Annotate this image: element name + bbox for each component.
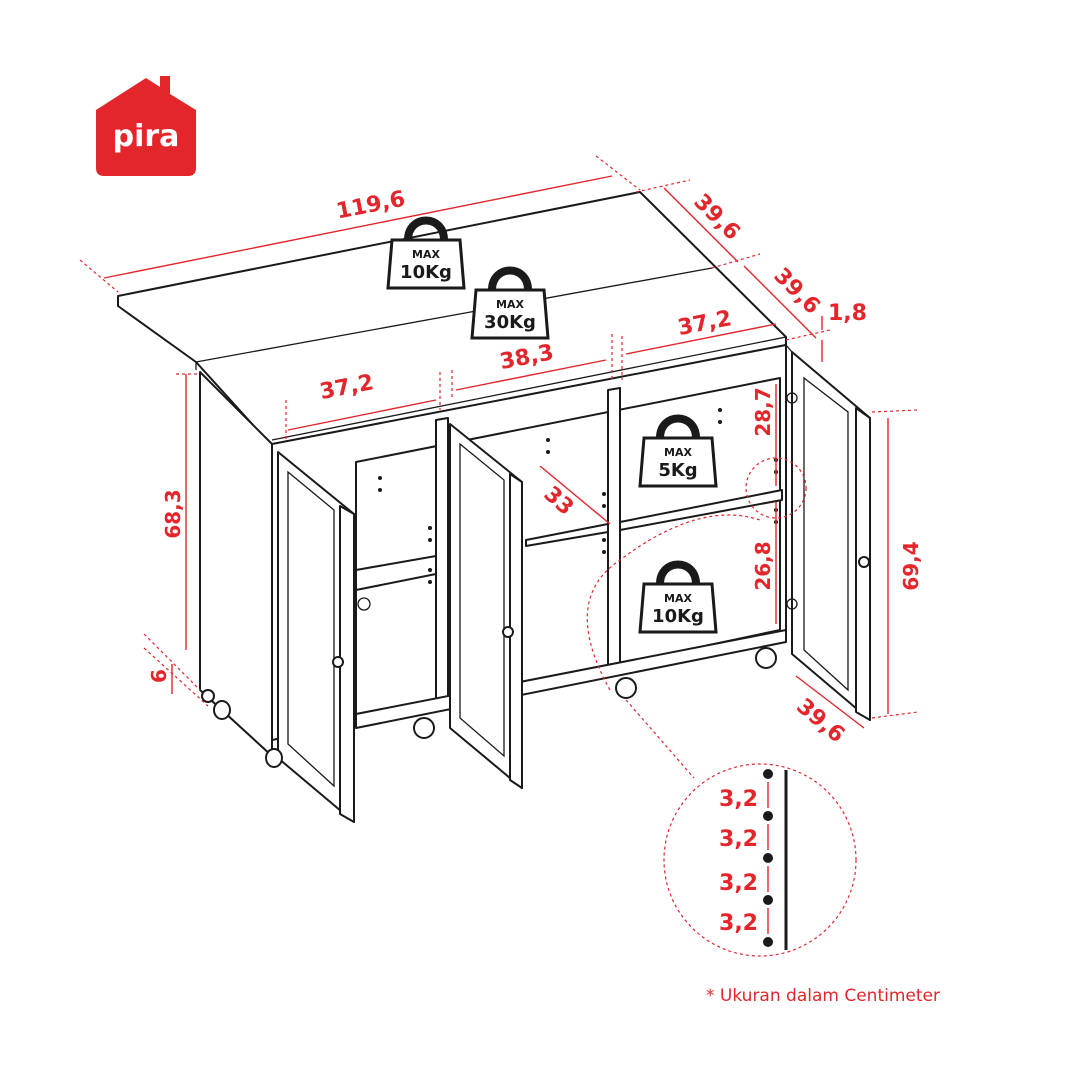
dim-body-height: 68,3 bbox=[161, 489, 185, 538]
dim-top-depth-2: 39,6 bbox=[769, 263, 825, 319]
shelf-right bbox=[619, 489, 783, 531]
svg-text:MAX: MAX bbox=[496, 298, 524, 311]
spacing-label-1: 3,2 bbox=[719, 787, 758, 812]
shelf-left bbox=[355, 555, 437, 591]
divider-right bbox=[607, 387, 621, 671]
svg-text:MAX: MAX bbox=[412, 248, 440, 261]
svg-text:MAX: MAX bbox=[664, 592, 692, 605]
caster-wheels bbox=[201, 647, 777, 768]
spacing-label-4: 3,2 bbox=[719, 911, 758, 936]
dim-top-depth-1: 39,6 bbox=[689, 189, 745, 245]
dim-upper-shelf-height: 28,7 bbox=[751, 387, 775, 436]
hole-spacing-detail: 3,2 3,2 3,2 3,2 bbox=[719, 769, 788, 950]
dimension-lines bbox=[79, 155, 919, 957]
dim-lower-shelf-height: 26,8 bbox=[751, 541, 775, 590]
weight-icon-top-center: MAX 30Kg bbox=[470, 266, 550, 340]
dim-side-depth: 39,6 bbox=[791, 694, 849, 748]
door-left-knob bbox=[332, 656, 344, 668]
spacing-label-2: 3,2 bbox=[719, 827, 758, 852]
door-middle-knob bbox=[502, 626, 514, 638]
detail-circle bbox=[663, 763, 857, 957]
hinges bbox=[357, 392, 798, 611]
svg-text:30Kg: 30Kg bbox=[484, 312, 536, 333]
shelf-middle bbox=[525, 523, 609, 547]
dim-wheel-height: 6 bbox=[147, 669, 171, 683]
cabinet-drawing bbox=[117, 191, 871, 823]
svg-text:10Kg: 10Kg bbox=[652, 606, 704, 627]
spacing-label-3: 3,2 bbox=[719, 871, 758, 896]
svg-text:10Kg: 10Kg bbox=[400, 262, 452, 283]
logo-text: pira bbox=[113, 119, 180, 154]
dim-top-thickness: 1,8 bbox=[828, 301, 867, 326]
weight-icon-top-left: MAX 10Kg bbox=[386, 216, 466, 290]
svg-text:5Kg: 5Kg bbox=[658, 460, 697, 481]
weight-icon-lower-shelf: MAX 10Kg bbox=[638, 560, 718, 634]
svg-text:MAX: MAX bbox=[664, 446, 692, 459]
shelf-pin-holes bbox=[378, 408, 778, 584]
dim-total-height: 69,4 bbox=[899, 541, 923, 590]
pira-logo: pira bbox=[96, 76, 196, 176]
units-footnote: * Ukuran dalam Centimeter bbox=[706, 986, 940, 1006]
door-right-knob bbox=[858, 556, 870, 568]
divider-left bbox=[435, 417, 449, 707]
weight-icon-upper-shelf: MAX 5Kg bbox=[638, 414, 718, 488]
